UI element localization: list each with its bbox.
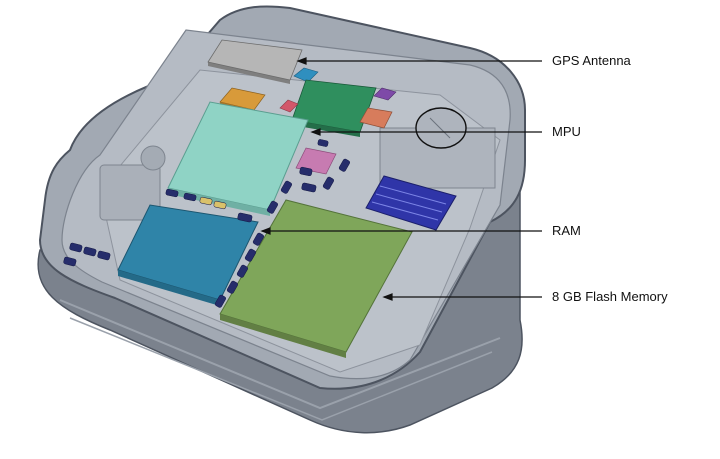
screw-boss-right xyxy=(415,107,467,149)
red-small-chip xyxy=(279,99,299,113)
salmon-chip xyxy=(359,107,393,129)
mpu-label: MPU xyxy=(552,124,581,139)
board-connector xyxy=(365,175,457,231)
green-chip xyxy=(291,79,377,137)
pink-chip xyxy=(295,147,337,175)
purple-small-chip xyxy=(373,87,397,101)
gps-antenna-label: GPS Antenna xyxy=(552,53,632,68)
small-blue-chip xyxy=(293,67,319,83)
mounting-post xyxy=(99,164,161,221)
ram-chip xyxy=(117,204,259,306)
flash-memory-chip xyxy=(219,199,413,358)
callout-leaders xyxy=(260,57,542,301)
screw-boss-left xyxy=(140,145,166,171)
gps-antenna xyxy=(207,39,303,84)
ram-label: RAM xyxy=(552,223,581,238)
callout-labels: GPS Antenna MPU RAM 8 GB Flash Memory xyxy=(552,53,668,304)
passive-components xyxy=(63,139,350,308)
flash-memory-label: 8 GB Flash Memory xyxy=(552,289,668,304)
